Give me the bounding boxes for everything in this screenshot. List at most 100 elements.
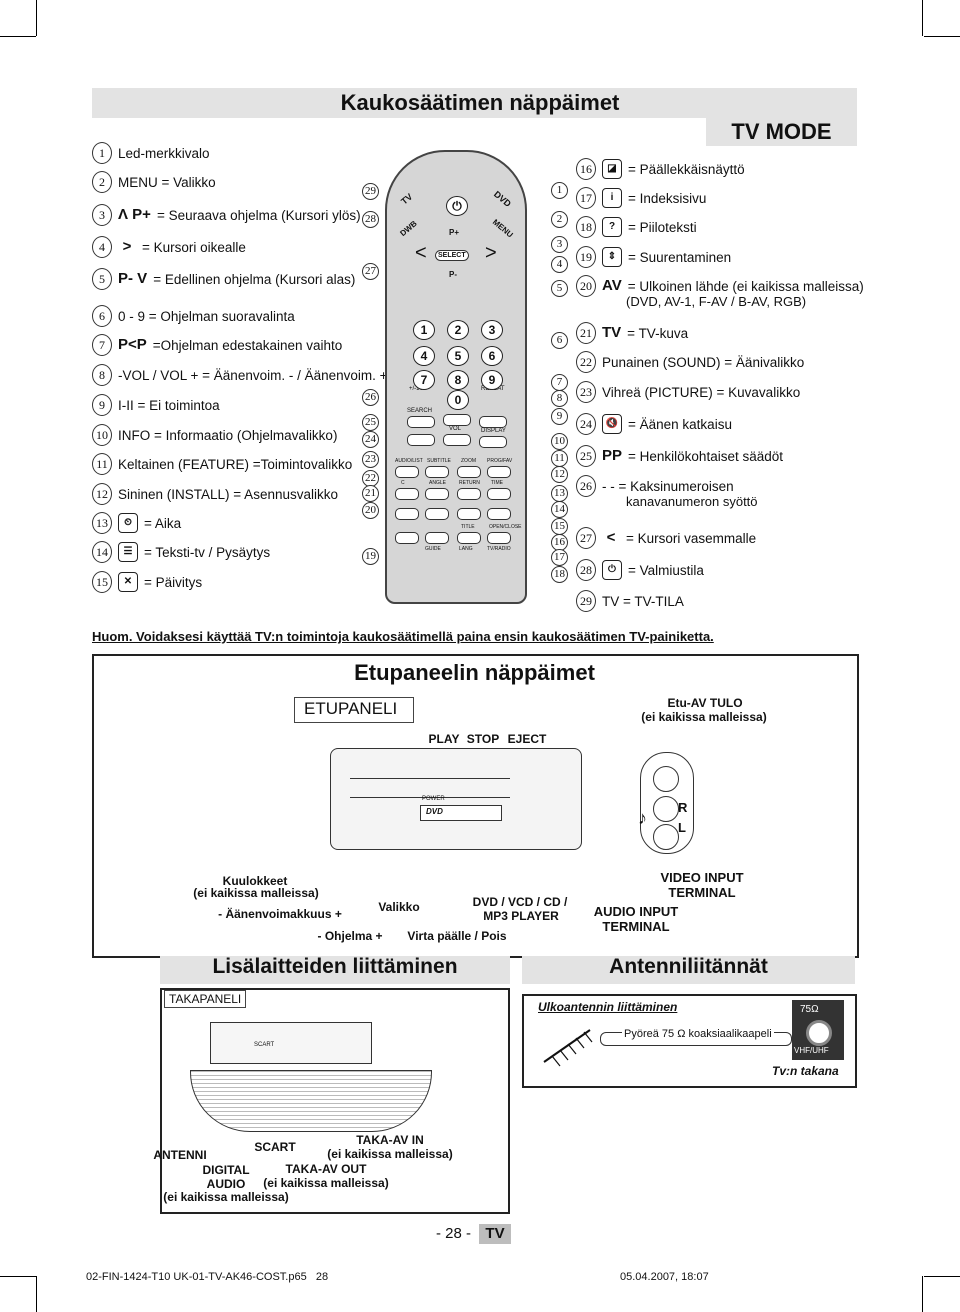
item-number: 27 [576, 527, 596, 549]
item-text: -VOL / VOL + = Äänenvoim. - / Äänenvoim.… [118, 367, 388, 383]
remote-label-time: TIME [491, 480, 503, 486]
remote-callout: 4 [551, 256, 568, 273]
item-text: =Ohjelman edestakainen vaihto [152, 337, 343, 353]
item-text: = Päivitys [144, 574, 203, 590]
remote-label-vol: VOL [449, 426, 462, 432]
item-number: 24 [576, 413, 596, 435]
legend-item-sub: (DVD, AV-1, F-AV / B-AV, RGB) [626, 294, 807, 309]
remote-label-pminus: P- [449, 270, 457, 279]
digit-button: 9 [481, 370, 503, 390]
item-text: INFO = Informaatio (Ohjelmavalikko) [118, 427, 338, 443]
remote-callout: 8 [551, 390, 568, 407]
remote-row-button [457, 488, 481, 500]
front-panel-label-box [294, 697, 414, 723]
tv-dvd-small: DVD [426, 807, 443, 816]
scart-label: SCART [254, 1140, 296, 1154]
dvd-player-label: DVD / VCD / CD / [472, 895, 568, 909]
legend-item: 18?= Piiloteksti [576, 216, 697, 238]
taka-av-out: TAKA-AV OUT [285, 1162, 367, 1176]
item-text: = Henkilökohtaiset säädöt [628, 448, 783, 464]
legend-item: 26- - = Kaksinumeroisen [576, 475, 734, 497]
front-eject-label: EJECT [507, 732, 547, 746]
remote-right-arrow: > [485, 242, 497, 264]
digit-button: 6 [481, 346, 503, 366]
video-jack [653, 766, 679, 792]
connect-title: Lisälaitteiden liittäminen [212, 955, 458, 978]
clock-text-icon: ⏲ [118, 513, 138, 533]
vol-minus-button [443, 434, 471, 446]
legend-item: 27 < = Kursori vasemmalle [576, 527, 756, 549]
digit-button: 7 [413, 370, 435, 390]
tv-button-strip [350, 778, 510, 798]
jack-r-label: R [678, 800, 688, 815]
remote-label-c: C [401, 480, 405, 486]
front-stop-label: STOP [466, 732, 500, 746]
front-play-label: PLAY [428, 732, 460, 746]
footer-date: 05.04.2007, 18:07 [620, 1271, 709, 1283]
remote-row-button [425, 508, 449, 520]
legend-item: 4>= Kursori oikealle [92, 236, 246, 258]
legend-symbol: P- V [118, 270, 148, 287]
legend-symbol: P<P [118, 336, 147, 353]
remote-label-select: SELECT [435, 250, 469, 261]
remote-left-arrow: < [415, 242, 427, 264]
band-label: VHF/UHF [794, 1046, 829, 1055]
mute-button [407, 434, 435, 446]
item-text: Keltainen (FEATURE) =Toimintovalikko [118, 456, 353, 472]
item-text: Punainen (SOUND) = Äänivalikko [602, 354, 805, 370]
item-number: 15 [92, 571, 112, 593]
item-number: 6 [92, 305, 112, 327]
remote-callout: 13 [551, 485, 568, 502]
legend-item-sub: kanavanumeron syöttö [626, 494, 758, 509]
item-number: 2 [92, 171, 112, 193]
tv-back-label: Tv:n takana [772, 1064, 839, 1078]
remote-label-audiolist: AUDIO/LIST [395, 458, 423, 464]
remote-label-lang: LANG [459, 546, 473, 552]
item-text: = Kursori vasemmalle [626, 530, 757, 546]
item-text: Sininen (INSTALL) = Asennusvalikko [118, 486, 338, 502]
tv-mode-box [706, 118, 857, 146]
item-number: 7 [92, 334, 112, 356]
item-number: 13 [92, 512, 112, 534]
remote-callout: 16 [551, 534, 568, 551]
item-text: = Teksti-tv / Pysäytys [144, 544, 271, 560]
item-number: 26 [576, 475, 596, 497]
tv-back-body [190, 1070, 432, 1132]
remote-callout: 11 [551, 450, 568, 467]
antenna-panel [522, 994, 857, 1088]
remote-label-angle: ANGLE [429, 480, 446, 486]
crop-mark [0, 1276, 36, 1277]
front-av-title: Etu-AV TULO [667, 696, 743, 710]
connect-header [160, 956, 510, 984]
antenna-header [522, 956, 855, 984]
pp-button [407, 416, 435, 428]
remote-label-dvd: DVD [492, 189, 514, 209]
item-text: = Päällekkäisnäyttö [628, 161, 745, 177]
item-text: = Suurentaminen [628, 249, 732, 265]
remote-callout: 20 [362, 502, 379, 519]
remote-row-button [457, 466, 481, 478]
remote-callout: 25 [362, 414, 379, 431]
digit-button: 1 [413, 320, 435, 340]
item-number: 17 [576, 187, 596, 209]
legend-symbol: PP [602, 447, 623, 464]
item-number: 19 [576, 246, 596, 268]
outdoor-antenna-label: Ulkoantennin liittäminen [538, 1000, 678, 1014]
audio-jack-l [653, 824, 679, 850]
remote-row-button [395, 532, 419, 544]
mute-icon: 🔇 [602, 414, 622, 434]
remote-row-button [425, 466, 449, 478]
tv-mode-label: TV MODE [731, 119, 832, 144]
remote-callout: 26 [362, 389, 379, 406]
legend-symbol: < [606, 529, 616, 546]
digital-label: DIGITAL [202, 1163, 250, 1177]
remote-label-subtitle: SUBTITLE [427, 458, 451, 464]
headphones-sub: (ei kaikissa malleissa) [193, 886, 319, 900]
expand-icon: ⇕ [602, 247, 622, 267]
